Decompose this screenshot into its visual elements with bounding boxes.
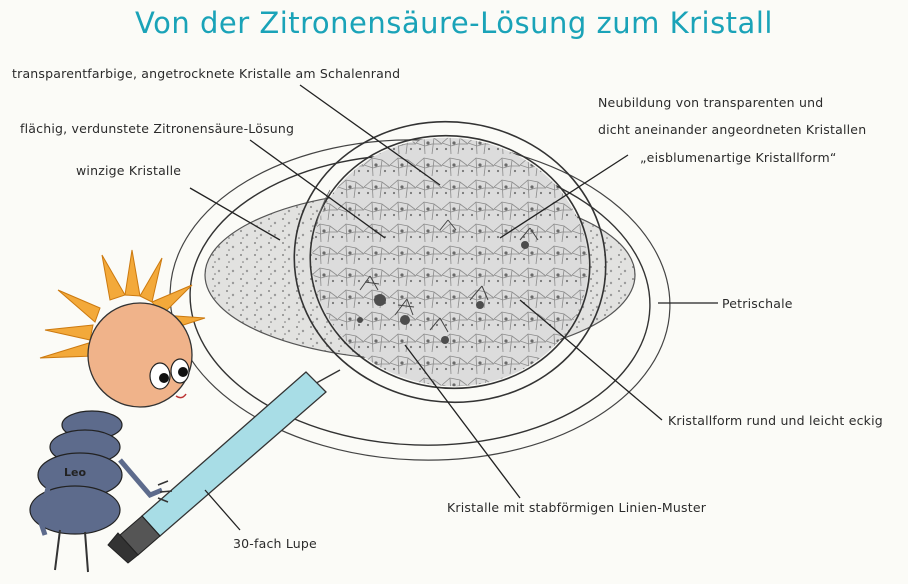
leader-rod-pattern <box>404 344 521 499</box>
magnifier-handle <box>107 369 341 564</box>
label-magnifier: 30-fach Lupe <box>233 536 317 551</box>
label-new-crystals-line2: dicht aneinander angeordneten Kristallen <box>598 122 867 137</box>
label-new-crystals-line3: „eisblumenartige Kristallform“ <box>640 150 837 165</box>
leader-magnifier <box>204 489 241 531</box>
label-evaporated-solution: flächig, verdunstete Zitronensäure-Lösun… <box>20 121 295 136</box>
leader-rim-crystals <box>299 84 441 186</box>
magnified-crystals <box>300 130 600 400</box>
leader-tiny-crystals <box>189 187 281 241</box>
label-rim-crystals: transparentfarbige, angetrocknete Krista… <box>12 66 401 81</box>
page-title: Von der Zitronensäure-Lösung zum Kristal… <box>135 6 773 40</box>
leader-lines <box>189 84 718 531</box>
label-tiny-crystals: winzige Kristalle <box>76 163 182 178</box>
magnifier-lens <box>293 120 607 404</box>
leader-crystal-shape <box>519 299 663 421</box>
leo-name-label: Leo <box>64 466 87 479</box>
label-new-crystals-line1: Neubildung von transparenten und <box>598 95 824 110</box>
leo-eyes <box>149 358 190 390</box>
leader-new-crystals <box>499 154 629 239</box>
leo-character <box>29 249 206 573</box>
label-petri-dish: Petrischale <box>722 296 793 311</box>
leader-evaporated-solution <box>249 139 386 239</box>
label-rod-pattern: Kristalle mit stabförmigen Linien-Muster <box>447 500 707 515</box>
label-crystal-shape: Kristallform rund und leicht eckig <box>668 413 883 428</box>
leo-head <box>87 302 193 408</box>
